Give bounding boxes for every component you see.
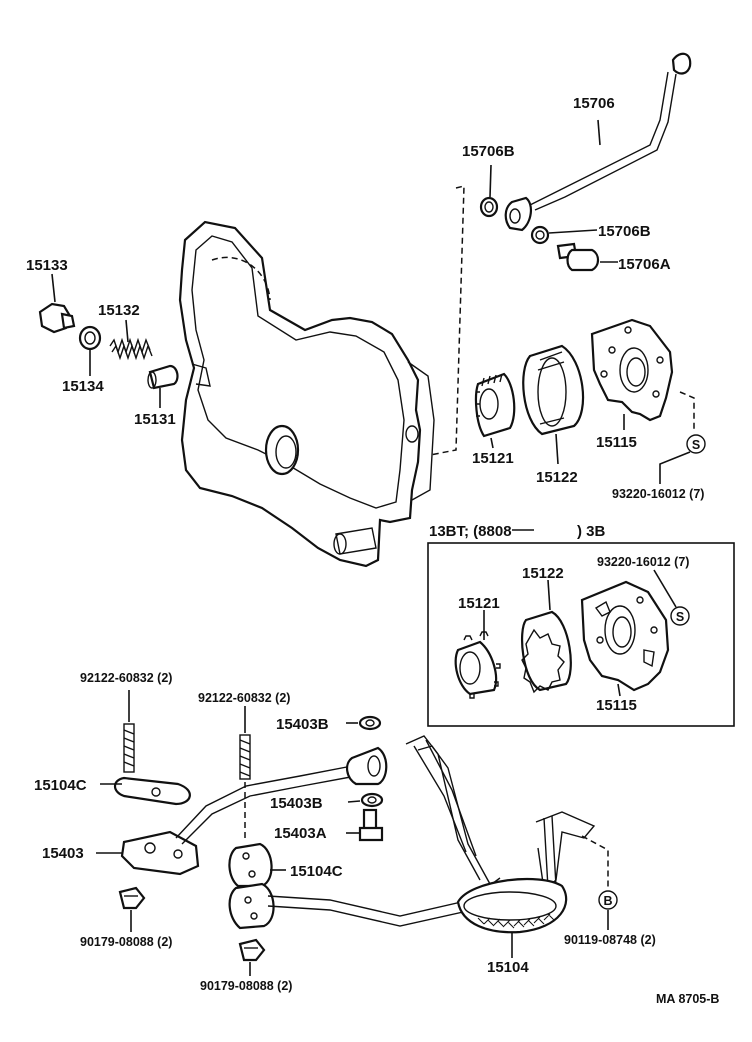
nut-90179-left <box>118 886 146 910</box>
label-15121-box: 15121 <box>458 595 500 612</box>
b-mark-text: B <box>603 894 612 908</box>
s-mark-box-text: S <box>676 610 684 624</box>
label-92122-mid: 92122-60832 (2) <box>198 691 290 705</box>
label-15706b-right: 15706B <box>598 223 651 240</box>
s-mark-top-text: S <box>692 438 700 452</box>
leader-15706 <box>597 119 601 146</box>
label-15403b-top: 15403B <box>276 716 329 733</box>
pump-cover-15115 <box>590 318 674 422</box>
label-93220-box: 93220-16012 (7) <box>597 555 689 569</box>
union-bolt-15403a <box>358 808 384 842</box>
drawing-code: MA 8705-B <box>656 992 719 1006</box>
leader-15122-variant <box>547 579 551 611</box>
washer-15706b-right <box>530 225 550 245</box>
gasket-15104c-mid <box>228 842 273 888</box>
label-15706b-top: 15706B <box>462 143 515 160</box>
washer-15403b-mid <box>360 792 384 808</box>
leader-15115-variant <box>617 683 621 697</box>
dashed-line-bolt-b <box>581 835 609 888</box>
screw-mark-box: S <box>670 606 690 626</box>
leader-15132 <box>125 319 129 343</box>
union-bolt-15706a <box>556 242 600 272</box>
stud-mid <box>239 734 251 780</box>
label-15115: 15115 <box>596 434 637 451</box>
bolt-mark-b: B <box>598 890 618 910</box>
dashed-assembly-line-right <box>679 391 695 430</box>
label-15131: 15131 <box>134 411 176 428</box>
stud-left <box>123 723 135 773</box>
label-15122-box: 15122 <box>522 565 564 582</box>
plug-15133 <box>38 302 76 334</box>
label-15403a: 15403A <box>274 825 327 842</box>
relief-valve-15131 <box>147 364 179 390</box>
washer-15403b-top <box>358 715 382 731</box>
label-15403: 15403 <box>42 845 84 862</box>
label-15104c-mid: 15104C <box>290 863 343 880</box>
driven-rotor-15122-variant <box>520 610 572 694</box>
gasket-15104c-left <box>113 776 191 806</box>
label-15132: 15132 <box>98 302 140 319</box>
label-90119: 90119-08748 (2) <box>564 933 656 947</box>
washer-15706b-top <box>479 196 499 218</box>
leader-93220-top <box>659 451 691 484</box>
leader-15122 <box>555 433 559 465</box>
label-15122: 15122 <box>536 469 578 486</box>
leader-15133 <box>51 273 56 303</box>
label-15104: 15104 <box>487 959 529 976</box>
oil-pipe-15706 <box>504 52 692 232</box>
label-variant-header-b: ) 3B <box>577 523 606 540</box>
label-15115-box: 15115 <box>596 697 637 714</box>
oil-strainer-15104 <box>228 735 596 934</box>
label-15134: 15134 <box>62 378 104 395</box>
label-90179-bottom: 90179-08088 (2) <box>200 979 292 993</box>
label-15706a: 15706A <box>618 256 671 273</box>
label-15104c-left: 15104C <box>34 777 87 794</box>
drive-gear-15121-variant <box>454 631 501 699</box>
variant-box <box>427 542 735 727</box>
label-90179-left: 90179-08088 (2) <box>80 935 172 949</box>
spring-15132 <box>109 337 153 361</box>
pump-cover-15115-variant <box>580 580 670 692</box>
label-15121: 15121 <box>472 450 514 467</box>
leader-15706b-right <box>548 229 598 234</box>
label-variant-header-a: 13BT; (8808 <box>429 523 512 540</box>
timing-gear-case <box>178 220 435 568</box>
leader-15706b-top <box>489 164 492 198</box>
oil-pipe-15403 <box>120 746 388 876</box>
label-93220-top: 93220-16012 (7) <box>612 487 704 501</box>
driven-rotor-15122 <box>522 344 585 436</box>
label-15706: 15706 <box>573 95 615 112</box>
label-15133: 15133 <box>26 257 68 274</box>
dashed-assembly-line-left <box>429 185 465 456</box>
leader-15121 <box>490 437 494 449</box>
leader-93220-box <box>653 569 677 608</box>
screw-mark-top: S <box>686 434 706 454</box>
gasket-15134 <box>78 325 102 351</box>
label-15403b-mid: 15403B <box>270 795 323 812</box>
label-92122-left: 92122-60832 (2) <box>80 671 172 685</box>
drive-gear-15121 <box>474 372 516 438</box>
nut-90179-bottom <box>238 938 266 962</box>
leader-15403b-mid <box>347 800 361 803</box>
